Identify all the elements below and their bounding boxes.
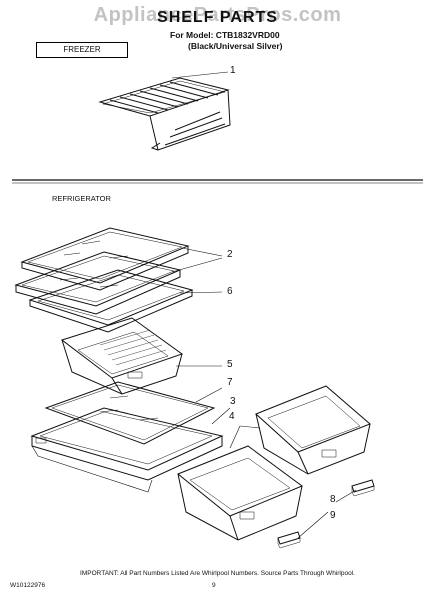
color-line: (Black/Universal Silver) [188, 41, 283, 51]
callout-1: 1 [230, 65, 236, 76]
model-info: For Model: CTB1832VRD00 (Black/Universal… [170, 30, 283, 52]
watermark-logo: AppliancePartsPros.com [93, 4, 342, 26]
drawer-clip-9 [278, 532, 300, 548]
leader-line-4b [240, 426, 260, 428]
document-number: W10122976 [10, 582, 46, 589]
callout-7: 7 [227, 377, 233, 388]
crisper-drawer-small [62, 318, 182, 394]
leader-line-9 [298, 512, 328, 538]
glass-shelf-upper [22, 228, 188, 290]
crisper-cover-frame [32, 408, 222, 492]
leader-line-2a [182, 248, 222, 256]
glass-shelf-lower [16, 252, 180, 314]
freezer-section-label: FREEZER [36, 42, 128, 58]
leader-line-1 [172, 72, 228, 78]
leader-line-8 [336, 490, 356, 502]
callout-3: 3 [230, 396, 236, 407]
callout-9: 9 [330, 510, 336, 521]
crisper-drawer-right [256, 386, 370, 474]
page-number: 9 [212, 582, 216, 589]
refrigerator-section-label: REFRIGERATOR [52, 194, 111, 203]
callout-6: 6 [227, 286, 233, 297]
model-line: For Model: CTB1832VRD00 [170, 30, 280, 40]
freezer-wire-shelf [100, 78, 230, 150]
footer-notice: IMPORTANT: All Part Numbers Listed Are W… [80, 570, 355, 577]
shelf-frame [30, 270, 192, 332]
callout-8: 8 [330, 494, 336, 505]
drawer-clip-8 [352, 480, 374, 496]
leader-line-4a [230, 426, 240, 448]
callout-2: 2 [227, 249, 233, 260]
leader-line-3 [212, 408, 230, 424]
page-title: SHELF PARTS [157, 9, 278, 26]
crisper-drawer-left [178, 446, 302, 540]
leader-line-2b [172, 258, 222, 272]
callout-5: 5 [227, 359, 233, 370]
leader-line-7 [196, 388, 222, 402]
leader-line-6 [180, 292, 222, 293]
callout-4: 4 [229, 411, 235, 422]
